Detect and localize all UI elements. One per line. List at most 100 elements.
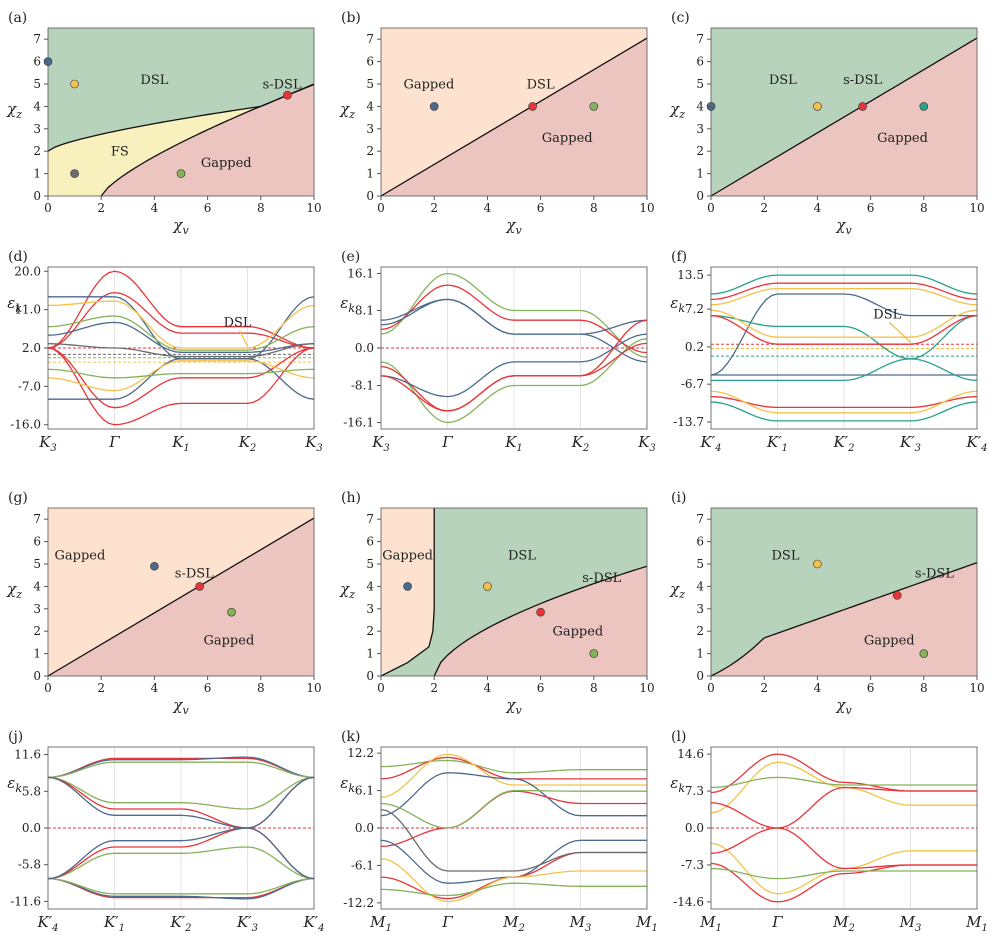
x-axis-label: χv: [505, 696, 522, 717]
y-tick-label: 11.6: [14, 748, 41, 762]
y-tick-label: 4: [366, 99, 374, 113]
x-tick-label: M2: [832, 913, 855, 934]
y-tick-label: 7: [696, 512, 704, 526]
band-line: [710, 287, 978, 306]
x-tick-label: K2: [571, 433, 590, 454]
plot-frame: [380, 27, 648, 197]
band-line: [380, 882, 647, 897]
y-tick-label: 2: [33, 144, 41, 158]
annotation-label: DSL: [224, 316, 252, 331]
x-tick-label: K2: [238, 433, 257, 454]
panel-label-g: (g): [8, 490, 28, 506]
x-tick-label: 0: [707, 681, 715, 695]
band-line: [710, 776, 977, 789]
y-tick-label: 5: [366, 557, 374, 571]
x-tick-label: 8: [590, 201, 598, 215]
band-line: [47, 761, 315, 779]
y-tick-label: 13.5: [677, 268, 704, 282]
dsl-region: [711, 508, 977, 676]
x-axis-label: χv: [835, 696, 852, 717]
band-line: [47, 877, 315, 899]
band-line: [710, 293, 977, 376]
x-axis-label: χv: [172, 696, 189, 717]
x-tick-label: 6: [867, 201, 875, 215]
panel-label-c: (c): [671, 10, 690, 26]
y-axis-label: χz: [339, 580, 355, 601]
band-structure-e: [377, 266, 648, 430]
gapped-region: [711, 562, 977, 676]
band-line: [47, 776, 315, 829]
x-tick-label: K′2: [170, 913, 192, 934]
x-tick-label: Γ: [441, 433, 453, 451]
x-tick-label: Γ: [108, 433, 120, 451]
band-line: [710, 314, 978, 345]
band-line: [710, 867, 977, 880]
x-tick-label: 6: [204, 681, 212, 695]
x-tick-label: K3: [38, 433, 57, 454]
phase-boundary: [710, 562, 978, 677]
y-axis-label: χz: [669, 100, 685, 121]
panel-label-k: (k): [341, 729, 360, 745]
upper-region: [711, 28, 977, 196]
plot-frame: [47, 507, 315, 677]
x-tick-label: 2: [97, 681, 105, 695]
data-point: [919, 649, 929, 658]
band-line: [47, 315, 315, 351]
region-label-gapped: Gapped: [203, 634, 254, 649]
panel-label-i: (i): [671, 490, 686, 506]
x-tick-label: 2: [430, 681, 438, 695]
band-line: [47, 757, 315, 779]
band-line: [380, 319, 648, 412]
phase-diagram-g: [44, 507, 315, 680]
y-axis-label: εk: [340, 294, 355, 315]
y-tick-label: 7: [366, 32, 374, 46]
y-tick-label: 0: [366, 669, 374, 683]
region-label-gapped: Gapped: [877, 131, 928, 146]
x-tick-label: K′3: [899, 433, 921, 454]
y-tick-label: 4: [696, 579, 704, 593]
y-tick-label: 14.6: [677, 747, 704, 761]
region-label-gapped: Gapped: [382, 549, 433, 564]
upper-region: [381, 28, 647, 196]
plot-frame: [710, 27, 978, 197]
band-line: [380, 333, 648, 398]
band-line: [380, 789, 647, 829]
band-line: [47, 347, 315, 409]
y-tick-label: 12.2: [347, 746, 374, 760]
band-line: [710, 786, 977, 829]
y-tick-label: 2.0: [22, 341, 41, 355]
y-tick-label: 1: [696, 167, 704, 181]
x-tick-label: 2: [430, 201, 438, 215]
band-line: [710, 827, 977, 870]
data-point: [589, 649, 599, 658]
x-tick-label: K′1: [766, 433, 788, 454]
y-axis-label: εk: [7, 294, 22, 315]
x-tick-label: K3: [304, 433, 323, 454]
y-tick-label: 2: [33, 624, 41, 638]
y-tick-label: 1: [366, 167, 374, 181]
band-line: [47, 368, 315, 379]
panel-label-b: (b): [341, 10, 361, 26]
y-tick-label: 6: [33, 535, 41, 549]
band-structure-j: [44, 746, 315, 910]
data-point: [195, 582, 204, 591]
y-tick-label: 6: [696, 55, 704, 69]
x-axis-label: χv: [505, 216, 522, 237]
data-point: [858, 102, 867, 111]
band-line: [47, 360, 315, 392]
phase-diagram-i: [707, 507, 978, 680]
region-label-s-dsl: s-DSL: [915, 566, 954, 581]
phase-boundary: [380, 37, 648, 197]
y-tick-label: 8.1: [355, 304, 374, 318]
y-tick-label: 3: [366, 602, 374, 616]
y-tick-label: 4: [696, 99, 704, 113]
band-line: [710, 314, 978, 360]
band-line: [47, 347, 315, 426]
y-axis-label: εk: [670, 294, 685, 315]
x-tick-label: 2: [760, 201, 768, 215]
y-tick-label: 5: [33, 557, 41, 571]
y-tick-label: -7.0: [18, 379, 41, 393]
y-tick-label: 0: [33, 669, 41, 683]
data-point: [813, 102, 822, 111]
region-label-gapped: Gapped: [55, 549, 106, 564]
